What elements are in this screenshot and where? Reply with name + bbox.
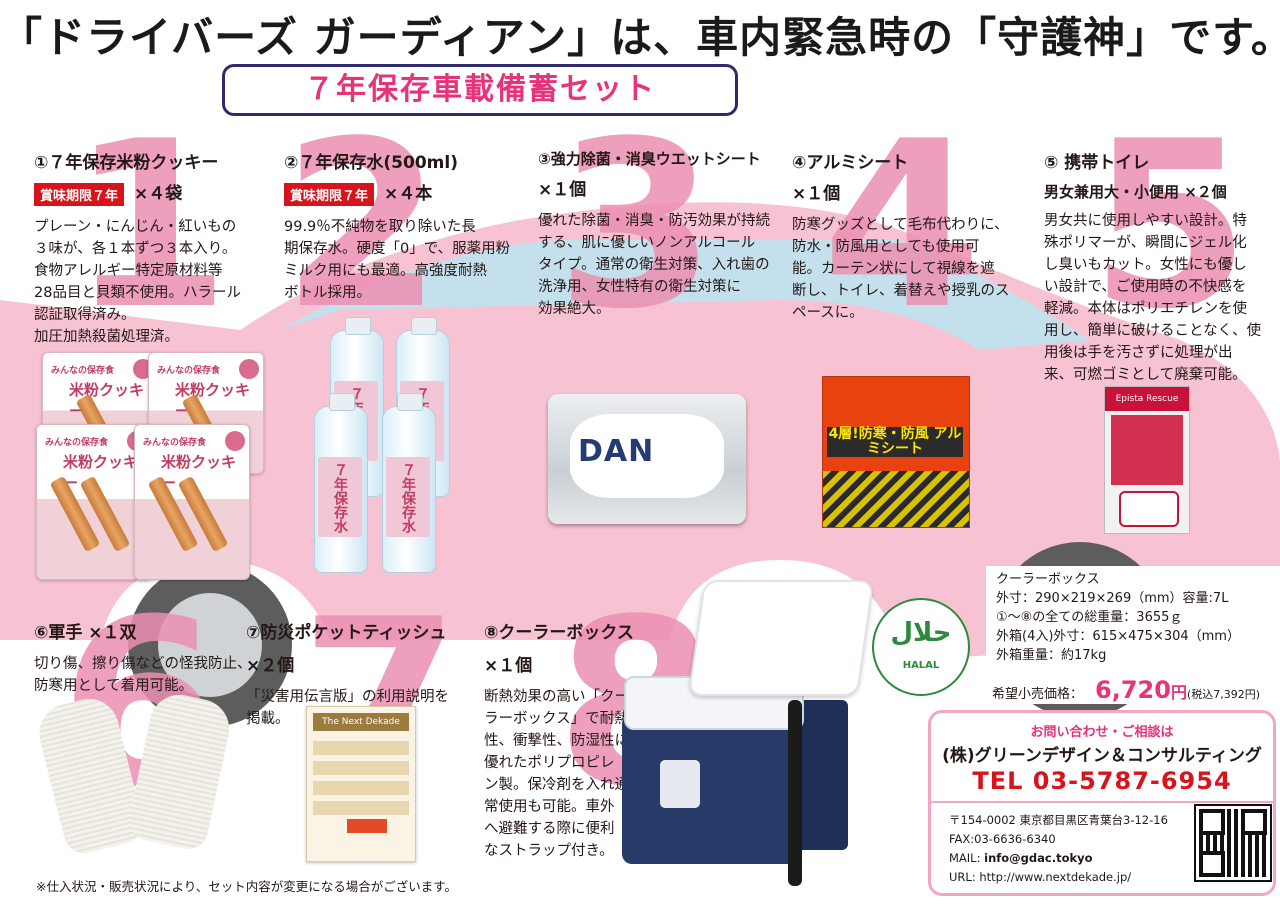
big-number-2: 2 (282, 93, 442, 360)
price-tax-included: (税込7,392円) (1186, 688, 1261, 701)
item-7-title: ⑦防災ポケットティッシュ (246, 623, 447, 643)
water-bottle-image: ７年保存水 (314, 393, 368, 573)
halal-certification-logo: حلال HALAL (872, 598, 970, 696)
aluminum-sheet-package-image: 4層!防寒・防風 アルミシート (822, 376, 970, 528)
spec-line: 外箱(4入)外寸：615×475×304（mm） (996, 629, 1240, 644)
item-8-description: 断熱効果の高い「クーラーボックス」で耐熱性、衝撃性、防湿性に優れたポリプロピレ … (484, 689, 629, 859)
big-number-1: 1 (70, 93, 230, 360)
pocket-tissue-image: The Next Dekade (306, 706, 416, 862)
item-5-subtitle: 男女兼用大・小便用 ×２個 (1044, 183, 1227, 201)
item-7-block: ⑦防災ポケットティッシュ ×２個 「災害用伝言版」の利用説明を掲載。 (246, 618, 449, 730)
item-4-block: ④アルミシート ×１個 防寒グッズとして毛布代わりに、防水・防風用としても使用可… (792, 148, 1010, 324)
portable-toilet-package-image: Epista Rescue (1104, 386, 1190, 534)
url-link[interactable]: URL: http://www.nextdekade.jp/ (949, 870, 1132, 884)
item-2-title: ②７年保存水(500ml) (284, 153, 458, 173)
item-4-title: ④アルミシート (792, 153, 909, 173)
item-5-title: ⑤ 携帯トイレ (1044, 153, 1150, 173)
spec-box: クーラーボックス 外寸：290×219×269（mm）容量:7L ①〜⑧の全ての… (986, 566, 1280, 704)
page-headline: 「ドライバーズ ガーディアン」は、車内緊急時の「守護神」です。 (0, 13, 1280, 62)
contact-details: 〒154-0002 東京都目黒区青葉台3-12-16 FAX:03-6636-6… (949, 811, 1168, 887)
cooler-box-latch-image (660, 760, 700, 808)
inquiry-label: お問い合わせ・ご相談は (1030, 725, 1174, 740)
address: 〒154-0002 東京都目黒区青葉台3-12-16 (949, 813, 1168, 827)
mail-label: MAIL: (949, 851, 985, 865)
big-number-3: 3 (556, 93, 716, 360)
spec-line: クーラーボックス (996, 572, 1100, 587)
company-name: (株)グリーンデザイン＆コンサルティング (942, 746, 1262, 766)
water-bottle-image: ７年保存水 (382, 393, 436, 573)
cooler-box-image (622, 714, 800, 864)
big-number-4: 4 (822, 93, 982, 360)
wet-wipe-package-image: DAN (548, 394, 746, 524)
item-1-qty: ×４袋 (134, 184, 183, 204)
price-label: 希望小売価格： (992, 687, 1084, 702)
item-1-title: ①７年保存米粉クッキー (34, 153, 219, 173)
item-8-block: ⑧クーラーボックス ×１個 断熱効果の高い「クーラーボックス」で耐熱性、衝撃性、… (484, 618, 634, 862)
price-unit: 円 (1170, 683, 1187, 702)
big-number-5: 5 (1090, 93, 1250, 360)
spec-line: 外寸：290×219×269（mm）容量:7L (996, 591, 1229, 606)
item-5-description: 男女共に使用しやすい設計。特殊ポリマーが、瞬間にジェル化し臭いもカット。女性にも… (1044, 213, 1262, 383)
item-2-badge: 賞味期限７年 (284, 182, 375, 206)
contact-divider (931, 801, 1273, 803)
price-row: 希望小売価格： 6,720円(税込7,392円) (992, 676, 1260, 704)
item-6-block: ⑥軍手 ×１双 切り傷、擦り傷などの怪我防止、防寒用として着用可能。 (34, 618, 252, 697)
item-4-qty: ×１個 (792, 184, 841, 204)
spec-line: 外箱重量：約17kg (996, 648, 1107, 663)
item-2-qty: ×４本 (384, 184, 433, 204)
set-title-box: ７年保存車載備蓄セット (222, 64, 738, 116)
cooler-box-image (796, 700, 848, 850)
item-3-title: ③強力除菌・消臭ウエットシート (538, 150, 761, 168)
item-2-block: ②７年保存水(500ml) 賞味期限７年 ×４本 99.9％不純物を取り除いた長期… (284, 148, 510, 304)
item-3-block: ③強力除菌・消臭ウエットシート ×１個 優れた除菌・消臭・防汚効果が持続する、肌… (538, 148, 770, 320)
item-3-qty: ×１個 (538, 180, 587, 200)
cooler-box-strap-image (788, 700, 802, 886)
item-8-qty: ×１個 (484, 656, 533, 676)
item-7-qty: ×２個 (246, 656, 295, 676)
item-3-description: 優れた除菌・消臭・防汚効果が持続する、肌に優しいノンアルコールタイプ。通常の衛生… (538, 213, 770, 317)
item-4-description: 防寒グッズとして毛布代わりに、防水・防風用としても使用可能。カーテン状にして視線… (792, 217, 1010, 321)
item-7-description: 「災害用伝言版」の利用説明を掲載。 (246, 689, 449, 727)
price-value: 6,720 (1095, 676, 1171, 704)
mail-link[interactable]: info@gdac.tokyo (984, 851, 1093, 865)
item-2-description: 99.9％不純物を取り除いた長期保存水。硬度「0」で、服薬用粉ミルク用にも最適。… (284, 218, 511, 301)
cooler-box-lid-image (687, 580, 875, 696)
fax: FAX:03-6636-6340 (949, 832, 1056, 846)
spec-line: ①〜⑧の全ての総重量：3655ｇ (996, 610, 1183, 625)
item-6-title: ⑥軍手 ×１双 (34, 623, 137, 643)
phone-number[interactable]: TEL 03-5787-6954 (972, 767, 1232, 795)
item-8-title: ⑧クーラーボックス (484, 623, 634, 643)
cookie-package-image: みんなの保存食米粉クッキー (134, 424, 250, 580)
item-5-block: ⑤ 携帯トイレ 男女兼用大・小便用 ×２個 男女共に使用しやすい設計。特殊ポリマ… (1044, 148, 1261, 386)
qr-code-icon[interactable] (1194, 804, 1272, 882)
item-6-description: 切り傷、擦り傷などの怪我防止、防寒用として着用可能。 (34, 656, 252, 694)
contact-box: お問い合わせ・ご相談は (株)グリーンデザイン＆コンサルティング TEL 03-… (928, 710, 1276, 896)
footnote: ※仕入状況・販売状況により、セット内容が変更になる場合がございます。 (36, 879, 457, 894)
item-1-badge: 賞味期限７年 (34, 182, 125, 206)
